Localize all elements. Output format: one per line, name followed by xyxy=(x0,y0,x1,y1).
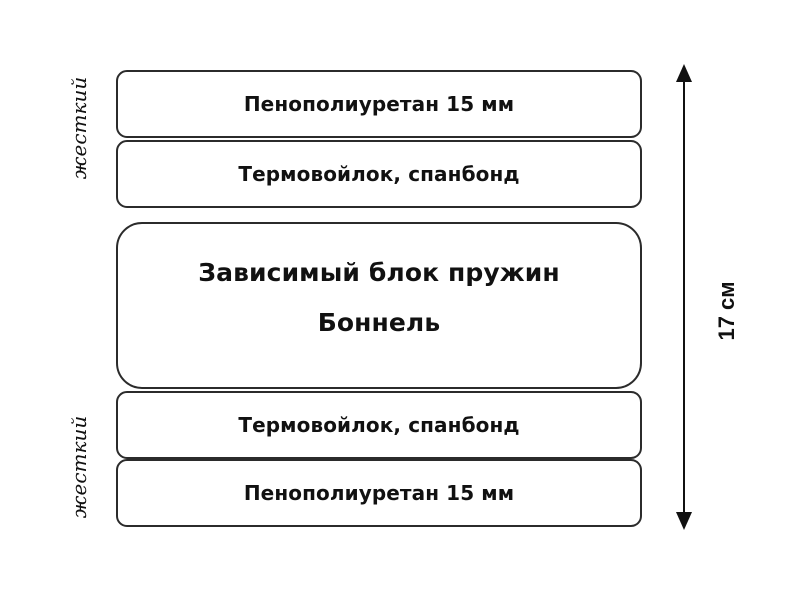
spring-block-label: Зависимый блок пружин Боннель xyxy=(198,248,559,348)
layer-top-polyurethane-foam: Пенополиуретан 15 мм xyxy=(116,70,642,138)
layer-label: Термовойлок, спанбонд xyxy=(238,413,520,437)
layer-bonnel-spring-block: Зависимый блок пружин Боннель xyxy=(116,222,642,389)
layer-label: Пенополиуретан 15 мм xyxy=(243,481,515,505)
spring-block-label-line-1: Зависимый блок пружин xyxy=(198,258,560,287)
spring-block-label-line-2: Боннель xyxy=(317,308,441,337)
layer-label: Термовойлок, спанбонд xyxy=(238,162,520,186)
layer-bottom-thermal-felt: Термовойлок, спанбонд xyxy=(116,391,642,459)
layer-label: Пенополиуретан 15 мм xyxy=(243,92,515,116)
firmness-label-bottom: жесткий xyxy=(67,415,91,519)
height-dimension-label: 17 см xyxy=(714,281,739,341)
height-dimension-arrow-icon xyxy=(676,64,692,530)
layer-top-thermal-felt: Термовойлок, спанбонд xyxy=(116,140,642,208)
firmness-label-top: жесткий xyxy=(67,76,91,180)
layer-bottom-polyurethane-foam: Пенополиуретан 15 мм xyxy=(116,459,642,527)
